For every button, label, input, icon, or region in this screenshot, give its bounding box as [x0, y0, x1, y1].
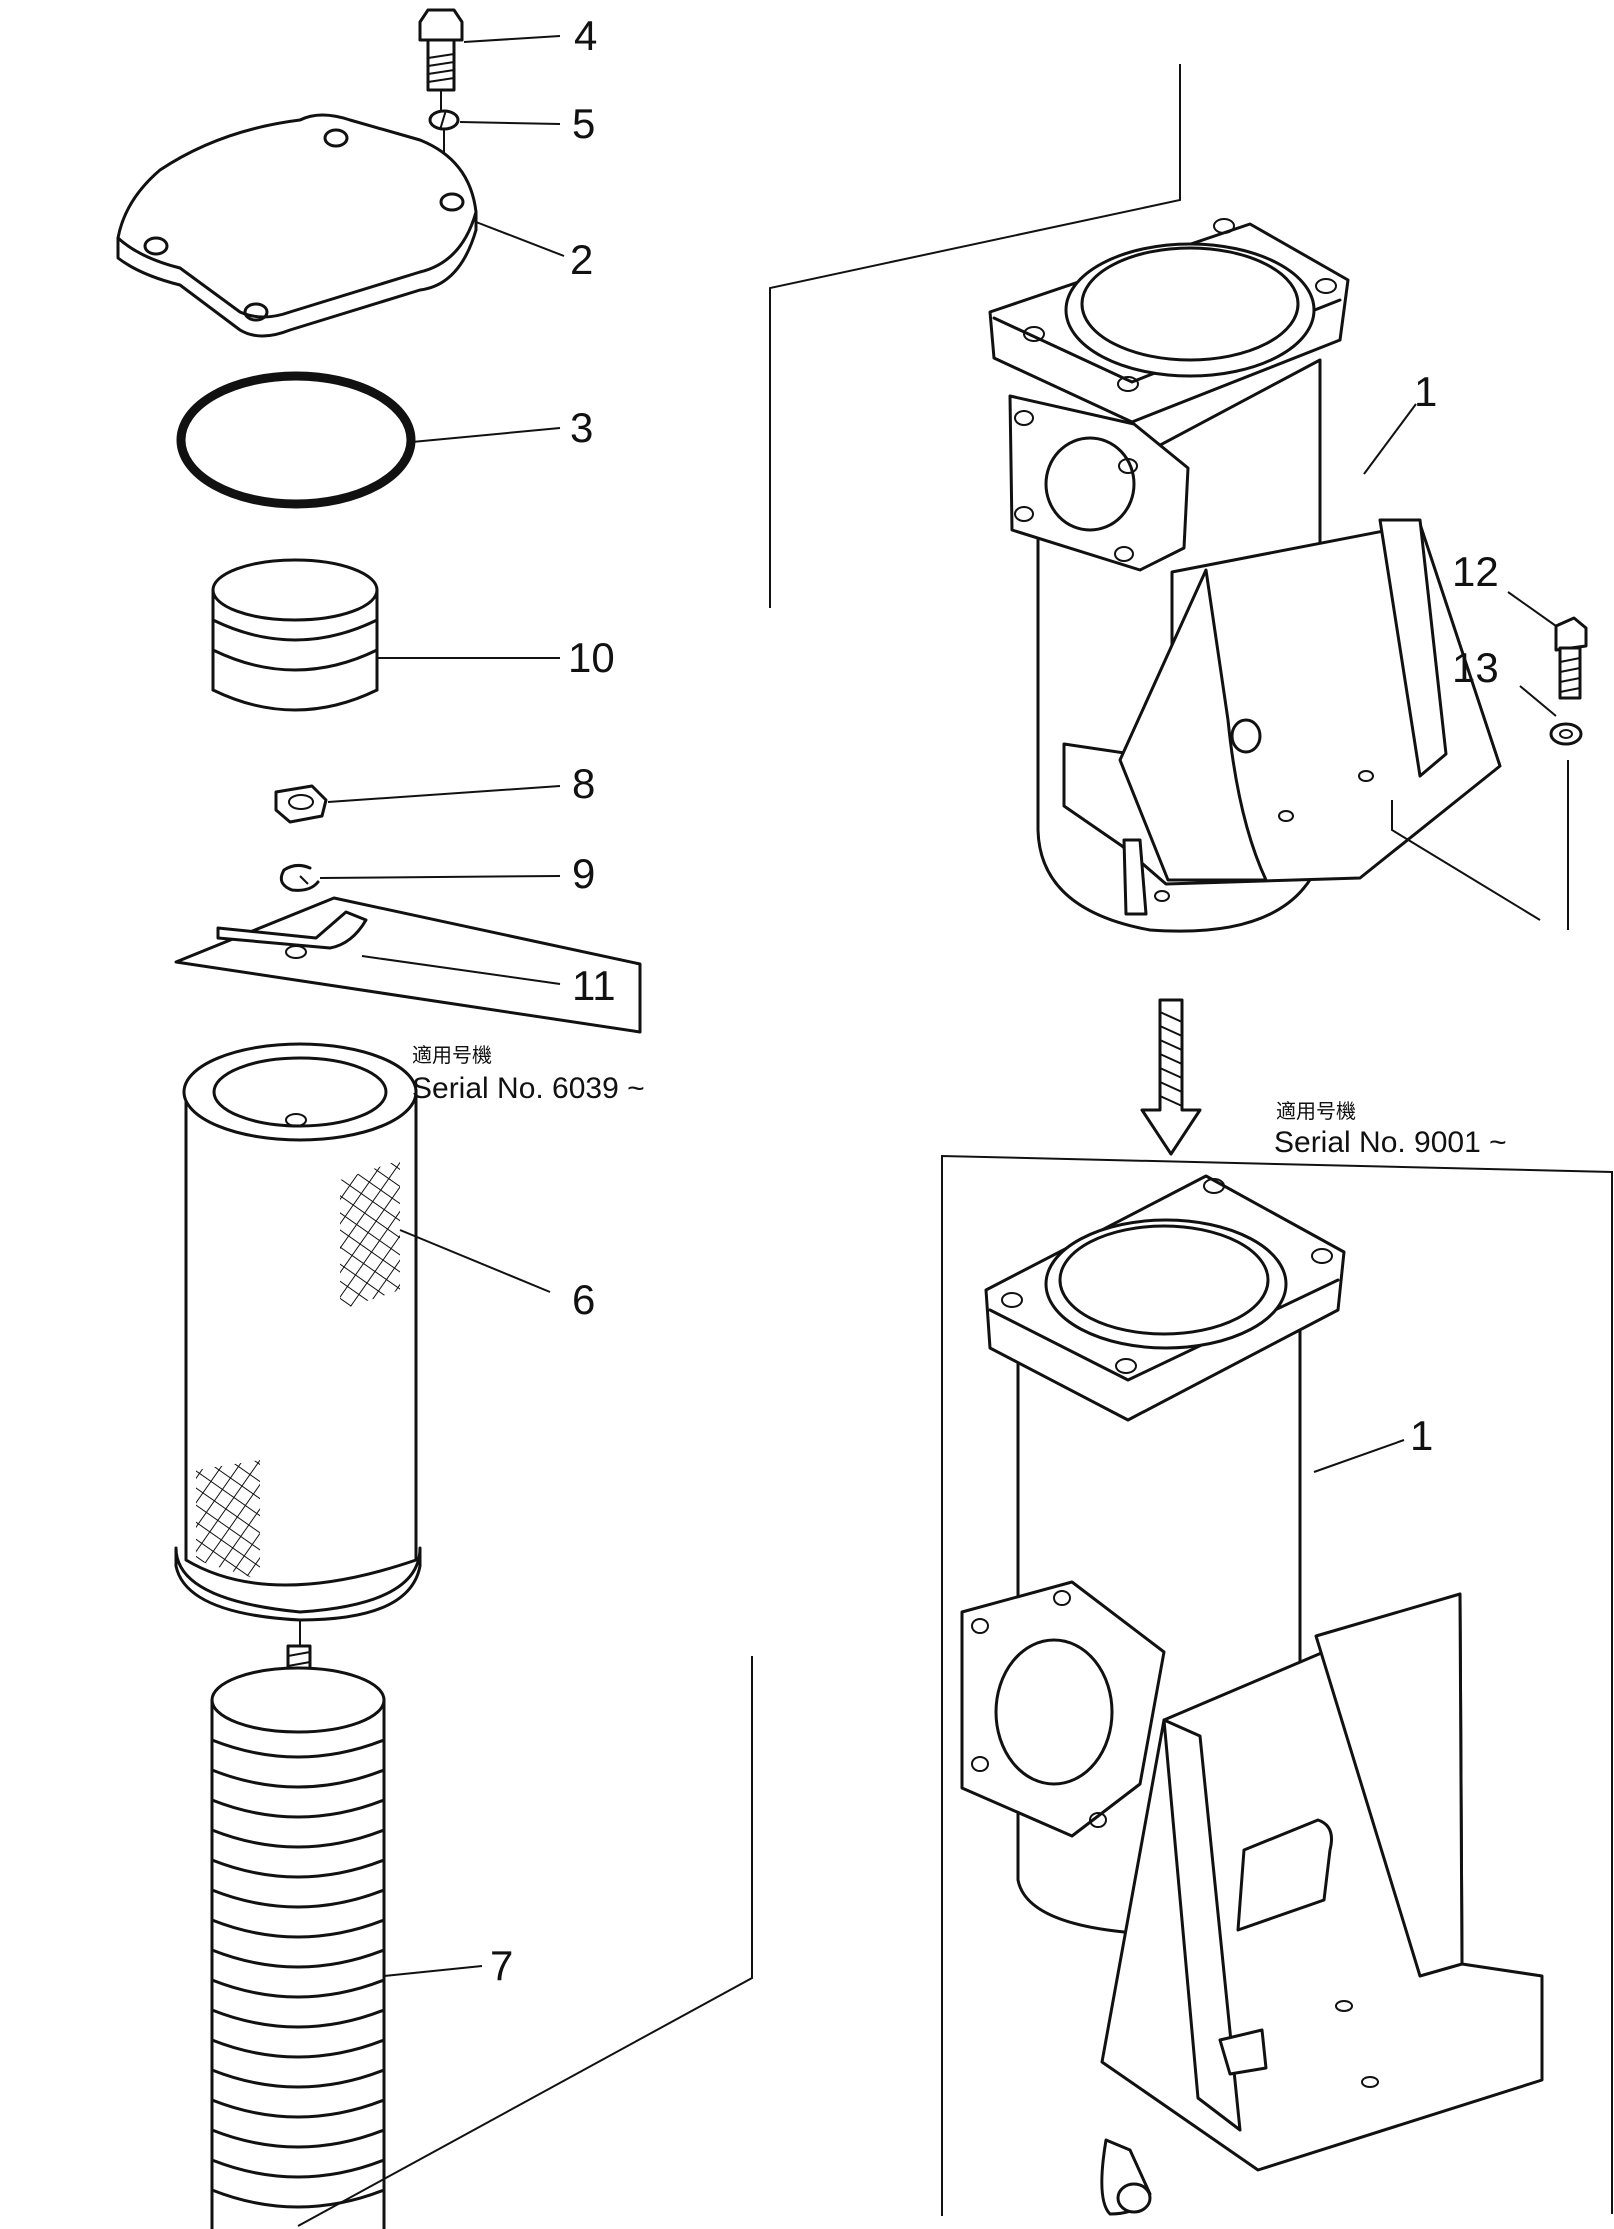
bolt-part-12 — [1554, 616, 1588, 700]
coil-ring — [210, 1978, 386, 1999]
filter-case-part-1-upper — [769, 64, 1541, 933]
spring-part-10 — [211, 558, 379, 712]
leader-lines-right-top — [1363, 403, 1557, 717]
callout-7: 7 — [490, 1942, 513, 1989]
clip-part-11 — [174, 896, 642, 1034]
snap-ring-part-9 — [279, 863, 320, 892]
applicable-label-left: 適用号機 — [412, 1043, 492, 1067]
callout-5: 5 — [572, 100, 595, 147]
callout-1-lower: 1 — [1410, 1412, 1433, 1459]
callout-9: 9 — [572, 850, 595, 897]
coil-ring — [210, 2188, 386, 2209]
coil-ring — [210, 1918, 386, 1939]
callout-12: 12 — [1452, 548, 1499, 595]
leader-lines-left — [319, 35, 565, 1977]
serial-number-right: Serial No. 9001 ~ — [1274, 1126, 1507, 1159]
coil-ring — [210, 2008, 386, 2029]
bolt-part-4 — [418, 8, 464, 112]
callout-4: 4 — [574, 12, 597, 59]
cover-plate-part-2 — [116, 113, 478, 338]
coil-ring — [210, 2158, 386, 2179]
serial-note-left: 適用号機 Serial No. 6039 ~ — [412, 1043, 645, 1105]
coil-ring — [210, 2068, 386, 2089]
callout-1-upper: 1 — [1414, 368, 1437, 415]
nut-part-8 — [274, 784, 328, 824]
coil-ring — [210, 1798, 386, 1819]
callout-13: 13 — [1452, 644, 1499, 691]
coil-ring — [210, 1768, 386, 1789]
coil-ring — [210, 1948, 386, 1969]
coil-ring — [210, 1888, 386, 1909]
callout-10: 10 — [568, 634, 615, 681]
callout-11: 11 — [572, 962, 616, 1009]
leader-lines-right-bottom — [1313, 1439, 1405, 1473]
assembly-frame-left — [297, 1656, 753, 2227]
coil-ring — [210, 2038, 386, 2059]
callout-labels: 4 5 2 3 10 8 9 11 6 7 1 12 13 1 — [490, 12, 1499, 1989]
callout-3: 3 — [570, 404, 593, 451]
callout-2: 2 — [570, 236, 593, 283]
callout-6: 6 — [572, 1276, 595, 1323]
change-arrow-icon — [1140, 998, 1202, 1156]
coil-ring — [210, 2128, 386, 2149]
applicable-label-right: 適用号機 — [1276, 1099, 1356, 1123]
washer-part-13 — [1549, 722, 1583, 930]
filter-element-part-6 — [174, 1042, 422, 1650]
coil-ring — [210, 1738, 386, 1759]
strainer-stack-part-7 — [210, 1644, 386, 2229]
serial-number-left: Serial No. 6039 ~ — [412, 1072, 645, 1105]
o-ring-part-3 — [176, 371, 416, 509]
coil-ring — [210, 1858, 386, 1879]
coil-ring — [210, 1828, 386, 1849]
callout-8: 8 — [572, 760, 595, 807]
serial-note-right: 適用号機 Serial No. 9001 ~ — [1274, 1099, 1507, 1159]
coil-ring — [210, 2098, 386, 2119]
filter-case-part-1-lower — [941, 1154, 1613, 2216]
